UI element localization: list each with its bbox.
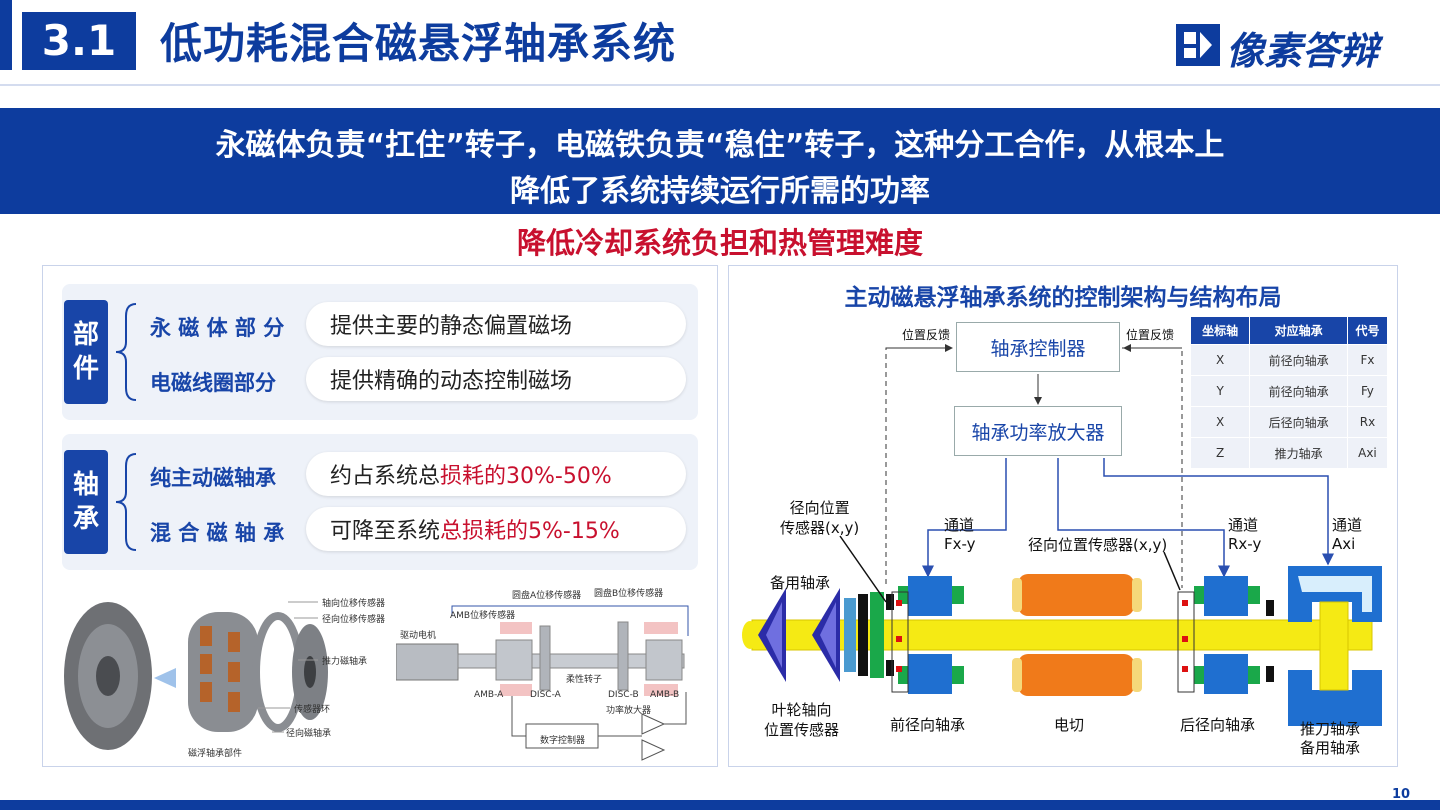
schematic-label: 数字控制器 (540, 736, 586, 746)
brace-icon (115, 453, 137, 551)
section-number: 3.1 (22, 12, 136, 70)
motor-label: 电切 (1054, 716, 1085, 734)
header-divider (0, 84, 1440, 86)
bearing-parts-illustration (64, 601, 328, 750)
thrust-label: 推刀轴承备用轴承 (1300, 720, 1361, 757)
table-cell: Axi (1346, 437, 1389, 469)
impeller-sensor-label: 叶轮轴向位置传感器 (764, 701, 840, 739)
logo-text: 像素答辩 (1226, 29, 1379, 73)
component-desc: 提供精确的动态控制磁场 (306, 357, 686, 401)
rotor-schematic (396, 605, 689, 761)
diagram-title: 主动磁悬浮轴承系统的控制架构与结构布局 (844, 285, 1282, 311)
bearing-label: 纯主动磁轴承 (150, 466, 276, 490)
feedback-label: 位置反馈 (902, 328, 951, 342)
table-header: 对应轴承 (1249, 316, 1348, 345)
component-label: 永 磁 体 部 分 (150, 316, 285, 340)
part-label: 推力磁轴承 (322, 657, 368, 667)
page-number: 10 (1392, 787, 1411, 802)
schematic-label: DISC-A (530, 690, 561, 700)
category-bearings: 轴承 (64, 450, 108, 554)
schematic-label: 圆盘A位移传感器 (512, 591, 582, 601)
footer-bar (0, 800, 1440, 810)
banner-line-2: 降低了系统持续运行所需的功率 (510, 174, 930, 209)
table-cell: X (1189, 406, 1251, 438)
rear-radial-label: 后径向轴承 (1180, 716, 1256, 734)
backup-bearing-label: 备用轴承 (770, 574, 831, 592)
schematic-label: 驱动电机 (400, 631, 437, 641)
bearing-layout-diagram (742, 344, 1382, 726)
amplifier-box: 轴承功率放大器 (954, 406, 1122, 456)
sensor-label-left: 径向位置传感器(x,y) (780, 499, 860, 537)
brace-icon (115, 303, 137, 401)
schematic-label: 柔性转子 (566, 675, 603, 685)
category-components: 部件 (64, 300, 108, 404)
table-cell: Y (1189, 375, 1251, 407)
schematic-label: AMB-A (474, 690, 504, 700)
component-label: 电磁线圈部分 (150, 371, 276, 395)
table-cell: Rx (1346, 406, 1389, 438)
part-label: 径向位移传感器 (322, 615, 386, 625)
table-cell: Z (1189, 437, 1251, 469)
table-cell: 推力轴承 (1249, 437, 1348, 469)
bearing-label: 混 合 磁 轴 承 (150, 521, 285, 545)
banner-line-1: 永磁体负责“扛住”转子，电磁铁负责“稳住”转子，这种分工合作，从根本上 (215, 128, 1225, 163)
page-title: 低功耗混合磁悬浮轴承系统 (160, 19, 677, 68)
schematic-label: DISC-B (608, 690, 639, 700)
part-label: 轴向位移传感器 (322, 599, 386, 609)
logo-icon (1176, 24, 1220, 66)
bearing-desc: 约占系统总损耗的30%-50% (306, 452, 686, 496)
controller-box: 轴承控制器 (956, 322, 1120, 372)
sensor-label-mid: 径向位置传感器(x,y) (1028, 536, 1168, 554)
table-cell: 后径向轴承 (1249, 406, 1348, 438)
table-header: 代号 (1346, 316, 1389, 345)
table-cell: Fy (1346, 375, 1389, 407)
table-cell: 前径向轴承 (1249, 375, 1348, 407)
table-cell: Fx (1346, 344, 1389, 376)
schematic-label: 功率放大器 (606, 706, 652, 716)
part-label: 传感器环 (294, 705, 331, 715)
table-cell: X (1189, 344, 1251, 376)
header-accent-bar (0, 0, 12, 70)
schematic-label: AMB-B (650, 690, 680, 700)
component-desc: 提供主要的静态偏置磁场 (306, 302, 686, 346)
schematic-label: AMB位移传感器 (450, 611, 516, 621)
figure-caption: 磁浮轴承部件 (188, 749, 243, 759)
part-label: 径向磁轴承 (286, 729, 332, 739)
subheadline: 降低冷却系统负担和热管理难度 (516, 226, 923, 260)
feedback-label: 位置反馈 (1126, 328, 1175, 342)
key-message-banner (0, 108, 1440, 214)
front-radial-label: 前径向轴承 (890, 716, 966, 734)
bearing-desc: 可降至系统总损耗的5%-15% (306, 507, 686, 551)
schematic-label: 圆盘B位移传感器 (594, 589, 664, 599)
